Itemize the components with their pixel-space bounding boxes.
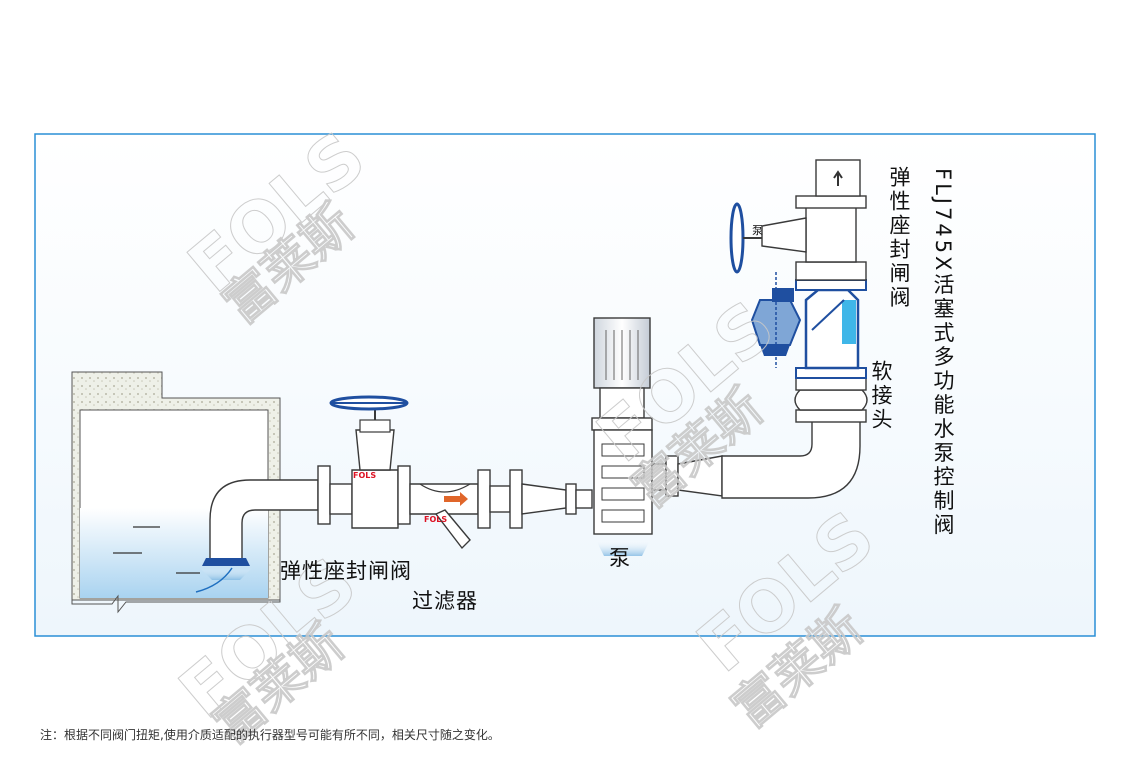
label-filter: 过滤器 [412, 589, 478, 613]
soft-joint [794, 377, 868, 423]
label-gate-valve-outlet: 弹性座封闸阀 [887, 166, 911, 310]
footnote: 注：根据不同阀门扭矩,使用介质适配的执行器型号可能有所不同，相关尺寸随之变化。 [40, 728, 500, 742]
label-gate-valve-inlet: 弹性座封闸阀 [280, 559, 412, 583]
y-strainer: FOLS [409, 469, 491, 550]
label-pump: 泵 [609, 546, 631, 570]
label-soft-joint: 软接头 [869, 360, 893, 432]
filter-brand-tag: FOLS [424, 515, 447, 524]
suction-pipe [195, 465, 331, 593]
outlet-pipe [651, 419, 861, 499]
inlet-pipe-to-pump [489, 469, 593, 529]
gate-valve-inlet: FOLS [329, 395, 411, 529]
pump-control-valve [750, 272, 867, 379]
label-small-pump-tag: 泵 [752, 224, 764, 237]
valve-brand-tag: FOLS [353, 471, 376, 480]
pump [591, 317, 653, 556]
gate-valve-outlet [729, 159, 867, 281]
label-control-valve: FLJ745X活塞式多功能水泵控制阀 [931, 168, 955, 538]
